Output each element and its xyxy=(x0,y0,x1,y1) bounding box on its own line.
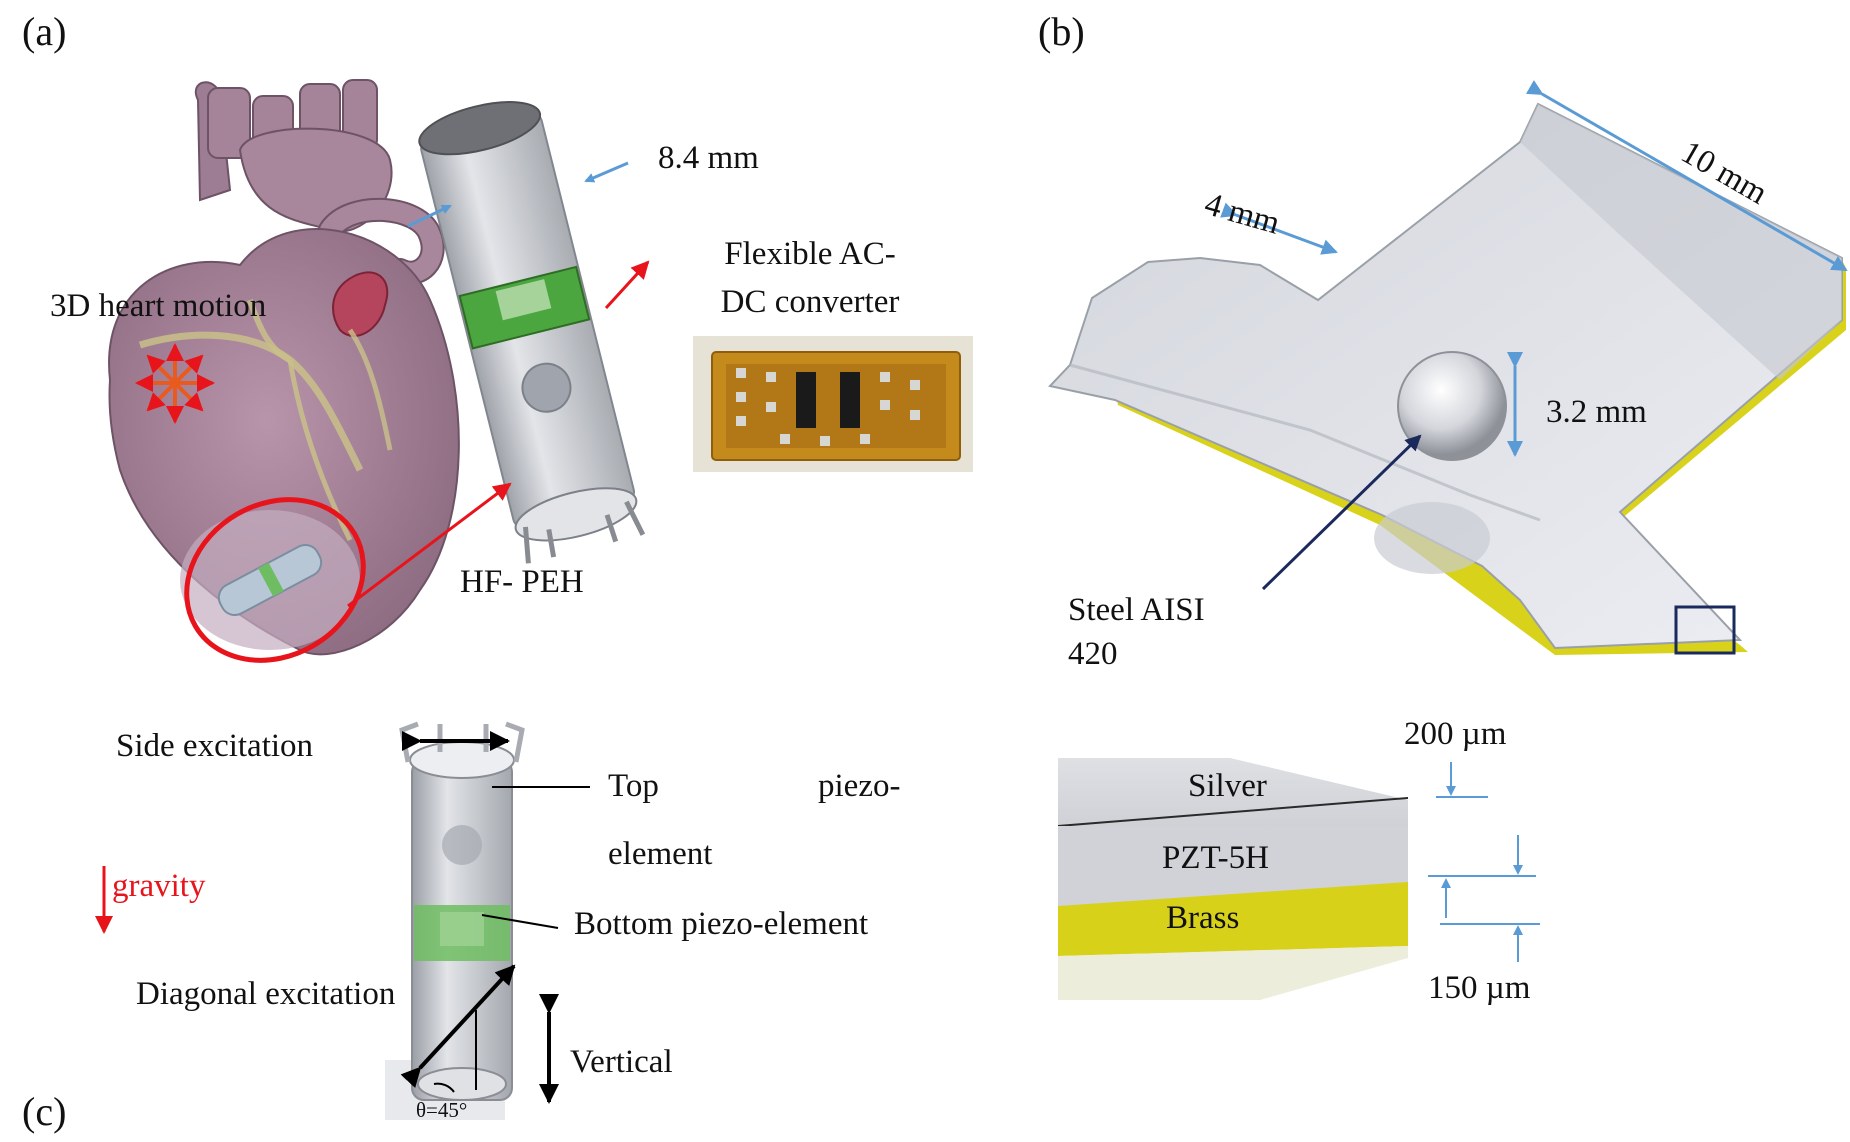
layer-brass: Brass xyxy=(1166,900,1240,936)
device-location-highlight xyxy=(184,497,366,663)
device-orientation-model xyxy=(385,721,525,1120)
acdc-converter-photo xyxy=(693,336,973,472)
hf-peh-device xyxy=(418,101,646,564)
vertical-label: Vertical xyxy=(570,1044,673,1080)
layer-silver: Silver xyxy=(1188,768,1267,804)
length-10mm-arrow xyxy=(1525,80,1848,272)
ball-material-line2: 420 xyxy=(1068,636,1118,672)
bottom-element-leader xyxy=(481,914,559,929)
layer-pzt: PZT-5H xyxy=(1162,840,1269,876)
angle-arc xyxy=(433,1082,455,1093)
top-element-label-2: piezo- xyxy=(818,768,901,804)
diameter-label: 8.4 mm xyxy=(658,140,759,176)
width-4mm-arrow xyxy=(1220,202,1338,255)
side-excitation-label: Side excitation xyxy=(116,728,314,764)
ball-pointer-arrow xyxy=(1261,434,1422,591)
panel-label-a: (a) xyxy=(22,9,67,54)
device-to-converter-arrow xyxy=(604,260,650,310)
heart-motion-label: 3D heart motion xyxy=(50,288,267,324)
layer-cross-section xyxy=(1057,758,1409,1000)
thickness-bottom-label: 150 µm xyxy=(1428,970,1531,1006)
thickness-top-label: 200 µm xyxy=(1404,716,1507,752)
device-label: HF- PEH xyxy=(460,564,584,600)
top-element-label-1: Top xyxy=(608,768,659,804)
top-element-label-3: element xyxy=(608,836,713,872)
angle-label: θ=45° xyxy=(416,1098,468,1122)
converter-label-line1: Flexible AC- xyxy=(724,236,896,272)
heart-motion-arrows-icon xyxy=(135,343,215,424)
ball-material-line1: Steel AISI xyxy=(1068,592,1205,628)
diagonal-label: Diagonal excitation xyxy=(136,976,396,1012)
gravity-label: gravity xyxy=(112,868,206,904)
diagonal-excitation-arrow xyxy=(400,964,516,1089)
bottom-element-label: Bottom piezo-element xyxy=(574,906,869,942)
heart-illustration xyxy=(108,79,460,656)
diameter-arrow-left xyxy=(407,204,452,228)
heart-to-device-arrow xyxy=(347,482,512,608)
thickness-dimensions xyxy=(1428,762,1540,962)
diameter-arrow-right xyxy=(584,161,629,183)
ball-size-label: 3.2 mm xyxy=(1546,394,1647,430)
panel-label-b: (b) xyxy=(1038,9,1085,54)
panel-label-c: (c) xyxy=(22,1089,67,1134)
converter-label-line2: DC converter xyxy=(720,284,900,320)
